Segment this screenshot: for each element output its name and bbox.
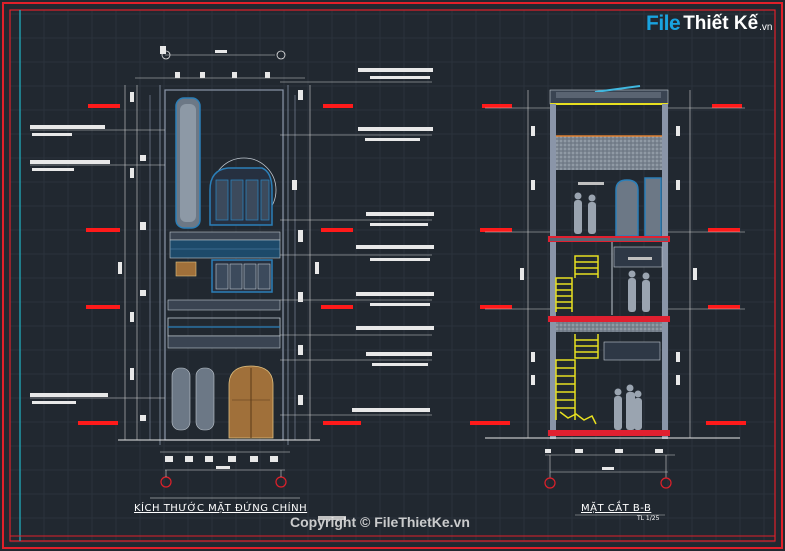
section-scale-label: TL 1/25 [637,515,660,522]
elevation-annotations-left [30,125,165,404]
copyright-watermark: Copyright © FileThietKe.vn [290,514,470,530]
section-level-markers-right [706,104,746,425]
main-elevation-drawing [30,46,434,520]
logo-vn-text: .vn [759,21,773,33]
section-stair-lower [555,334,599,425]
section-people-ground [614,384,642,430]
section-title: MẶT CẮT B-B [581,503,652,514]
section-people-top [574,192,596,234]
logo-file-text: File [646,12,681,35]
section-level-markers-left [470,104,512,425]
elevation-level-markers-right [321,104,361,425]
elevation-annotations-right [280,68,434,416]
section-stair-upper [555,255,599,312]
elevation-title: KÍCH THƯỚC MẶT ĐỨNG CHÍNH [134,503,308,514]
section-b-b-drawing [470,85,746,516]
filethietke-logo: File Thiết Kế .vn [646,8,772,40]
elevation-level-markers-left [78,104,120,425]
section-people-middle [628,270,650,312]
logo-thietke-text: Thiết Kế [683,13,759,34]
